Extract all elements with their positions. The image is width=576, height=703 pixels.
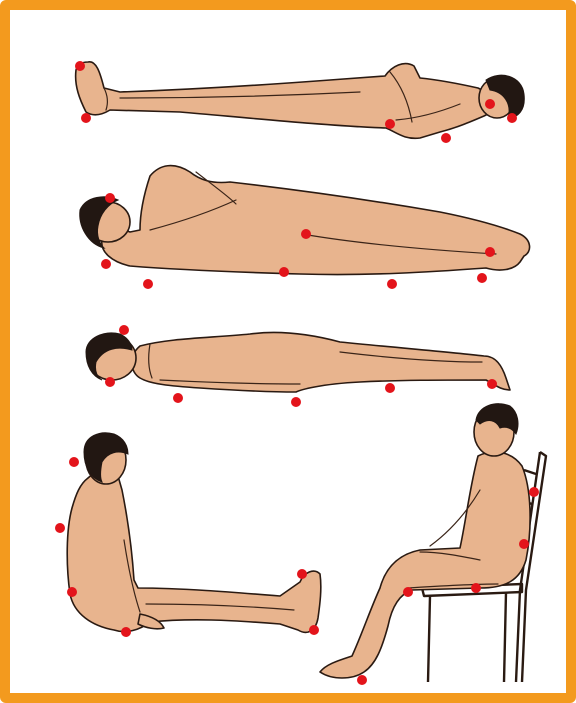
pressure-point-icon: [69, 457, 79, 467]
pressure-point-icon: [387, 279, 397, 289]
pressure-point-icon: [81, 113, 91, 123]
pressure-point-icon: [297, 569, 307, 579]
figure-prone: [86, 332, 510, 392]
pressure-point-icon: [101, 259, 111, 269]
pressure-point-icon: [507, 113, 517, 123]
pressure-point-icon: [471, 583, 481, 593]
pressure-point-icon: [121, 627, 131, 637]
pressure-point-icon: [385, 383, 395, 393]
figure-chair-sitting: [320, 404, 546, 682]
chair-legs: [428, 592, 506, 682]
pressure-point-icon: [485, 247, 495, 257]
pressure-point-icon: [119, 325, 129, 335]
pressure-point-icon: [485, 99, 495, 109]
side-lying-body: [102, 166, 530, 275]
pressure-point-icon: [105, 193, 115, 203]
pressure-point-icon: [301, 229, 311, 239]
pressure-point-icon: [143, 279, 153, 289]
long-sitting-body: [67, 472, 321, 633]
pressure-point-icon: [529, 487, 539, 497]
pressure-point-icon: [173, 393, 183, 403]
pressure-point-icon: [75, 61, 85, 71]
chair-sitting-body: [320, 452, 530, 678]
pressure-points-illustration: [10, 10, 566, 693]
pressure-point-icon: [279, 267, 289, 277]
pressure-point-icon: [441, 133, 451, 143]
figure-supine: [76, 62, 525, 139]
prone-body: [132, 332, 510, 392]
pressure-point-icon: [487, 379, 497, 389]
pressure-point-icon: [309, 625, 319, 635]
pressure-point-icon: [357, 675, 367, 685]
pressure-point-icon: [55, 523, 65, 533]
figure-long-sitting: [67, 433, 321, 633]
pressure-point-icon: [477, 273, 487, 283]
pressure-point-icon: [403, 587, 413, 597]
pressure-point-icon: [67, 587, 77, 597]
pressure-point-icon: [519, 539, 529, 549]
pressure-point-icon: [291, 397, 301, 407]
pressure-point-icon: [105, 377, 115, 387]
pressure-point-icon: [385, 119, 395, 129]
supine-body: [76, 62, 492, 139]
figure-side-lying: [80, 166, 530, 275]
